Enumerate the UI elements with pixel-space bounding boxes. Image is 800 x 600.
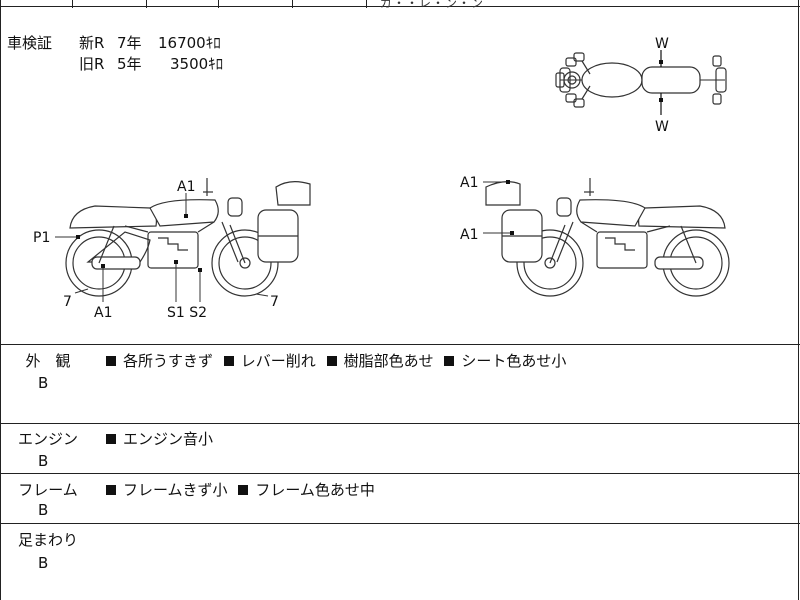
- section-notes-engine: エンジン音小: [106, 428, 219, 449]
- note-item: フレーム色あせ中: [238, 481, 375, 499]
- damage-label-top-case: A1: [460, 175, 478, 191]
- damage-label-side-case: A1: [460, 227, 478, 243]
- new-registration-years: 7年: [117, 34, 142, 52]
- bullet-square-icon: [223, 356, 234, 366]
- damage-label-rear-wheel: 7: [63, 294, 72, 310]
- note-item: 樹脂部色あせ: [326, 352, 434, 370]
- section-notes-exterior: 各所うすきず レバー削れ 樹脂部色あせ シート色あせ小: [106, 350, 572, 371]
- section-title-frame: フレーム: [18, 481, 78, 499]
- old-registration-years: 5年: [117, 55, 142, 73]
- section-divider: [0, 473, 800, 474]
- top-cell-divider: [72, 0, 73, 8]
- motorcycle-damage-diagram: W W A1 P1 7: [33, 36, 730, 321]
- bullet-square-icon: [326, 356, 337, 366]
- note-item: レバー削れ: [223, 352, 316, 370]
- old-registration-km: 3500ｷﾛ: [170, 55, 224, 73]
- old-registration-label: 旧R: [79, 55, 105, 73]
- new-registration-label: 新R: [79, 34, 105, 52]
- damage-label-tail: P1: [33, 230, 50, 246]
- section-notes-frame: フレームきず小 フレーム色あせ中: [106, 479, 381, 500]
- section-grade-frame: B: [38, 501, 49, 519]
- motorcycle-right-side-icon: [485, 178, 730, 297]
- motorcycle-left-side-icon: [65, 178, 311, 297]
- bullet-square-icon: [444, 356, 455, 366]
- top-border-line: [0, 6, 800, 7]
- top-cell-divider: [146, 0, 147, 8]
- section-grade-exterior: B: [38, 374, 49, 392]
- section-divider: [0, 423, 800, 424]
- w-mark-bottom: W: [655, 119, 669, 135]
- section-title-exterior: 外 観: [25, 352, 71, 370]
- motorcycle-top-view-icon: [555, 50, 727, 115]
- section-grade-engine: B: [38, 452, 49, 470]
- section-divider: [0, 523, 800, 524]
- damage-label-tank: A1: [177, 179, 195, 195]
- note-item: シート色あせ小: [444, 352, 566, 370]
- registration-label: 車検証: [7, 34, 53, 52]
- damage-label-muffler: A1: [94, 305, 112, 321]
- new-registration-km: 16700ｷﾛ: [158, 34, 221, 52]
- bullet-square-icon: [106, 356, 116, 366]
- top-cell-divider: [292, 0, 293, 8]
- section-title-suspension: 足まわり: [17, 531, 78, 549]
- top-row-fragment: ガ・・レ・ン・ン: [380, 0, 485, 10]
- w-mark-top: W: [655, 36, 669, 52]
- section-title-engine: エンジン: [17, 430, 78, 448]
- bullet-square-icon: [106, 485, 116, 495]
- right-view-leader-lines: [483, 180, 514, 235]
- bullet-square-icon: [106, 434, 116, 444]
- note-item: フレームきず小: [106, 481, 228, 499]
- damage-label-frame: S1 S2: [167, 305, 207, 321]
- section-grade-suspension: B: [38, 554, 49, 572]
- section-divider: [0, 344, 800, 345]
- top-cell-divider: [218, 0, 219, 8]
- note-item: エンジン音小: [106, 430, 213, 448]
- note-item: 各所うすきず: [106, 352, 213, 370]
- top-cell-divider: [366, 0, 367, 8]
- left-view-leader-lines: [55, 193, 269, 302]
- bullet-square-icon: [238, 485, 249, 495]
- damage-label-front-wheel: 7: [270, 294, 279, 310]
